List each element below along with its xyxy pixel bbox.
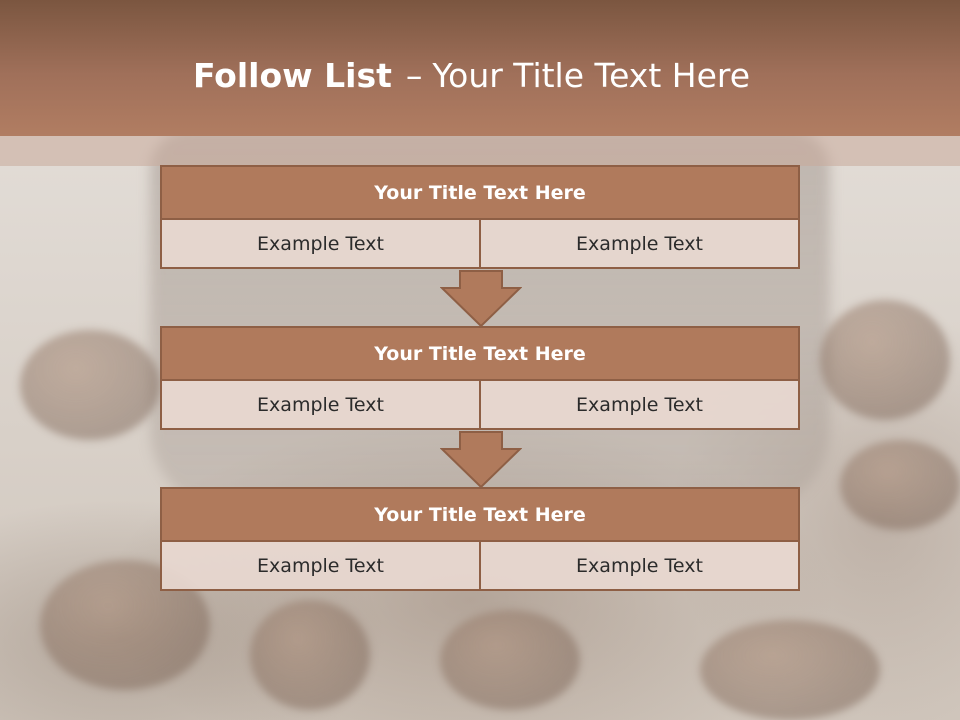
title-bold: Follow List	[192, 56, 392, 95]
step-title: Your Title Text Here	[160, 165, 800, 220]
blurred-bean	[250, 600, 370, 710]
step-row: Example Text Example Text	[160, 542, 800, 591]
slide-title: Follow List–Your Title Text Here	[0, 52, 943, 100]
flow-step-1: Your Title Text Here Example Text Exampl…	[160, 165, 800, 269]
step-title: Your Title Text Here	[160, 326, 800, 381]
down-arrow-icon	[440, 431, 522, 489]
header-band	[0, 0, 960, 136]
title-rest: Your Title Text Here	[432, 56, 751, 95]
flow-step-3: Your Title Text Here Example Text Exampl…	[160, 487, 800, 591]
step-cell-right: Example Text	[479, 542, 800, 591]
step-cell-left: Example Text	[160, 542, 481, 591]
flow-step-2: Your Title Text Here Example Text Exampl…	[160, 326, 800, 430]
step-title: Your Title Text Here	[160, 487, 800, 542]
blurred-bean	[700, 620, 880, 720]
blurred-bean	[820, 300, 950, 420]
step-cell-left: Example Text	[160, 381, 481, 430]
down-arrow-icon	[440, 270, 522, 328]
blurred-bean	[20, 330, 160, 440]
step-cell-right: Example Text	[479, 220, 800, 269]
step-cell-left: Example Text	[160, 220, 481, 269]
header-strip	[0, 136, 960, 166]
step-row: Example Text Example Text	[160, 220, 800, 269]
title-dash: –	[405, 56, 423, 95]
step-row: Example Text Example Text	[160, 381, 800, 430]
blurred-bean	[840, 440, 960, 530]
step-cell-right: Example Text	[479, 381, 800, 430]
blurred-bean	[440, 610, 580, 710]
